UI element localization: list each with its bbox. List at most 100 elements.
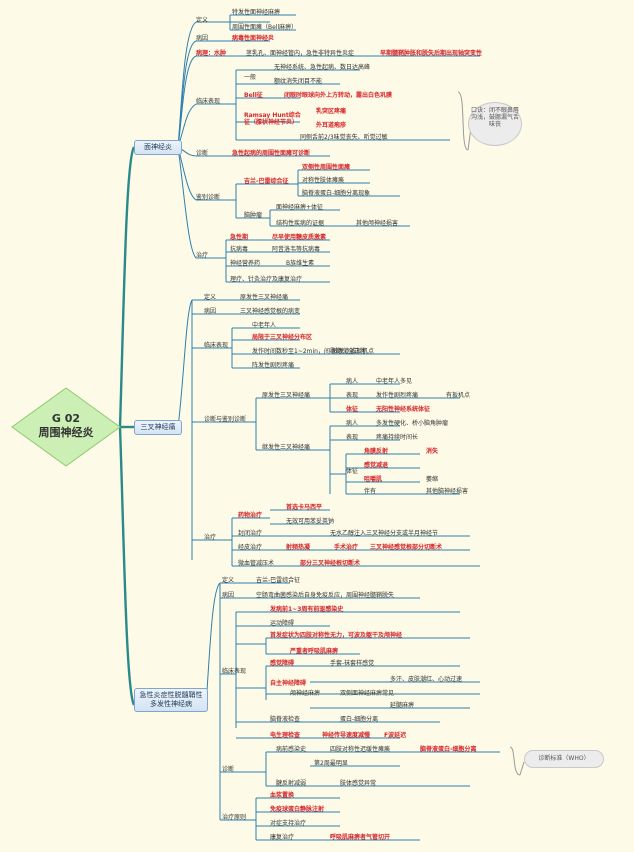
b1-tx-acute: 急性期 <box>230 234 249 241</box>
b3-dx3: 脑脊液蛋白-细胞分离 <box>420 746 477 753</box>
branch-trigeminal-neuralgia[interactable]: 三叉神经痛 <box>134 420 182 435</box>
b3-emg1: 神经传导速度减慢 <box>322 732 371 739</box>
b2-s3: 体征 <box>346 468 359 475</box>
b2-tx-drug-b: 无效可用苯妥英钠 <box>286 518 335 525</box>
b3-tx3: 呼吸肌麻痹者气管切开 <box>330 834 391 841</box>
b2-tx-mvd-value: 部分三叉神经根切断术 <box>300 560 361 567</box>
b2-primary: 原发性三叉神经痛 <box>262 392 311 399</box>
b1-clin-bell: Bell征 <box>244 92 263 99</box>
b1-dd-gbs: 吉兰-巴雷综合征 <box>244 178 289 185</box>
b1-tx-antiviral: 抗病毒 <box>230 246 249 253</box>
b2-def-label: 定义 <box>204 294 217 301</box>
b2-tx-surg: 手术治疗 <box>334 544 359 551</box>
b2-p3v: 无阳性神经系统体征 <box>376 406 431 413</box>
b2-tx-mvd: 微血管减压术 <box>238 560 275 567</box>
b3-csf-label: 脑脊液检查 <box>270 716 301 723</box>
b1-clin-general-b: 额纹消失闭目不能 <box>274 78 323 85</box>
b2-s1: 病人 <box>346 420 359 427</box>
b3-emg2: F波延迟 <box>384 732 407 739</box>
b3-tx5: 康复治疗 <box>270 834 295 841</box>
b2-s3b: 感觉减退 <box>364 462 389 469</box>
b2-clin-k3: 发作时间数秒至1~2min，间歇期完全正常 <box>252 348 366 355</box>
b2-s3av: 消失 <box>426 448 439 455</box>
b2-p1v: 中老年人多见 <box>376 378 413 385</box>
branch-facial-neuritis[interactable]: 面神经炎 <box>134 140 182 155</box>
b1-dd-tumor-a: 面神经麻痹+体征 <box>276 204 324 211</box>
b1-path-a: 茎乳孔、面神经管内，急性非特异性炎症 <box>246 50 355 57</box>
b1-dd-gbs-a: 双侧性周围性面瘫 <box>302 164 351 171</box>
b3-motor3: 腱反射减弱 <box>276 780 307 787</box>
b3-criteria-bubble: 诊断标准（WHO） <box>524 750 604 768</box>
b3-dx2: 四肢对称性迟缓性瘫痪 <box>330 746 391 753</box>
b3-tx-label: 治疗原则 <box>222 814 247 821</box>
b2-clin-k1: 中老年人 <box>252 322 277 329</box>
b2-p2v: 发作性剧烈疼痛 <box>376 392 419 399</box>
b2-clin-k2: 局限于三叉神经分布区 <box>252 334 313 341</box>
b2-p1: 病人 <box>346 378 359 385</box>
b2-def-value: 原发性三叉神经痛 <box>240 294 289 301</box>
b3-def-value: 吉兰-巴雷综合征 <box>256 577 301 584</box>
b2-p2: 表现 <box>346 392 359 399</box>
b3-def-label: 定义 <box>222 577 235 584</box>
b1-clin-taste: 同侧舌前2/3味觉丧失、听觉过敏 <box>300 134 388 141</box>
b3-dx1: 病前感染史 <box>276 746 307 753</box>
b2-tx-drug-a: 首选卡马西平 <box>286 504 323 511</box>
b1-dd-tumor-b: 结构性疾病的证据 <box>276 220 325 227</box>
b3-motor-label: 运动障碍 <box>270 620 295 627</box>
b1-path-b: 早期髓鞘肿胀和脱失后期出现轴突变性 <box>380 50 483 57</box>
b1-dd-gbs-c: 脑脊液蛋白-细胞分离现象 <box>302 190 371 197</box>
b3-tx2: 免疫球蛋白静脉注射 <box>270 806 325 813</box>
b3-motor1: 首发症状为四肢对称性无力，可波及躯干及颅神经 <box>270 632 403 639</box>
b3-dx-label: 诊断 <box>222 766 235 773</box>
b1-diag-label: 诊断 <box>196 150 209 157</box>
b3-auto1: 多汗、皮肤潮红、心动过速 <box>390 676 463 683</box>
b1-clin-general-a: 无神经系统、急性起病、数日达高峰 <box>274 64 371 71</box>
b2-cause-value: 三叉神经感觉根的病变 <box>240 308 301 315</box>
b3-tx1: 血浆置换 <box>270 792 295 799</box>
b1-dd-gbs-b: 对称性肢体瘫痪 <box>302 177 345 184</box>
b2-p3: 体征 <box>346 406 359 413</box>
b2-tx-perc-value: 射频热凝 <box>286 544 311 551</box>
b2-s1v: 多发性硬化、桥小脑角肿瘤 <box>376 420 449 427</box>
b1-mnemonic-bubble: 口诀：闭不眼鼻唇沟浅，鼓腮漏气舌味丧 <box>468 102 522 146</box>
b2-clin-label: 临床表现 <box>204 342 229 349</box>
central-title: 周围神经炎 <box>38 426 94 439</box>
b1-tx-neuro: 神经营养药 <box>230 260 261 267</box>
b2-s2v: 疼痛持续时间长 <box>376 434 419 441</box>
b3-cause-label: 病因 <box>222 592 235 599</box>
b2-tx-surg-value: 三叉神经感觉根部分切断术 <box>370 544 443 551</box>
b1-def-b: 周围性面瘫（Bell麻痹） <box>232 24 298 31</box>
b3-emg-label: 电生理检查 <box>270 732 301 739</box>
b2-dd-label: 诊断与鉴别诊断 <box>204 416 247 423</box>
b1-tx-label: 治疗 <box>196 252 209 259</box>
b2-tx-block-value: 无水乙醇注入三叉神经分支或半月神经节 <box>330 530 439 537</box>
b1-clin-ramsay-a: 乳突区疼痛 <box>316 108 347 115</box>
b2-s3a: 角膜反射 <box>364 448 389 455</box>
b3-motor2: 严重者呼吸肌麻痹 <box>290 648 339 655</box>
b3-nerve1: 双侧面神经麻痹常见 <box>340 690 395 697</box>
b1-def-label: 定义 <box>196 17 209 24</box>
b2-s3cv: 萎缩 <box>426 476 439 483</box>
branch-gbs[interactable]: 急性炎症性脱髓鞘性多发性神经病 <box>134 688 208 712</box>
b2-clin-k4: 阵发性剧烈疼痛 <box>252 362 295 369</box>
b1-clin-ramsay-b: 外耳道疱疹 <box>316 122 347 129</box>
b3-csf2: 第2周最明显 <box>314 760 348 767</box>
b1-cause-value: 病毒性面神经炎 <box>232 35 275 42</box>
central-code: G 02 <box>51 412 81 425</box>
b2-s3c: 咀嚼肌 <box>364 476 383 483</box>
b1-path-label: 病理：水肿 <box>196 50 227 57</box>
b3-clin-prodrome: 发病前1~3周有前驱感染史 <box>270 606 344 613</box>
b3-csf1: 蛋白-细胞分离 <box>340 716 379 723</box>
b2-tx-block: 封闭治疗 <box>238 530 263 537</box>
b1-tx-antiviral-value: 阿昔洛韦等抗病毒 <box>272 246 321 253</box>
b1-diag-value: 急性起病的周围性面瘫可诊断 <box>232 150 311 157</box>
b2-tx-perc: 经皮治疗 <box>238 544 263 551</box>
b1-clin-label: 临床表现 <box>196 98 221 105</box>
b3-sens2: 肢体感觉异常 <box>340 780 377 787</box>
b1-dd-label: 鉴别诊断 <box>196 194 221 201</box>
b1-dd-tumor: 脑肿瘤 <box>244 212 263 219</box>
b2-s3dv: 其他脑神经损害 <box>426 488 469 495</box>
b3-sens1: 手套-袜套样感觉 <box>330 660 375 667</box>
